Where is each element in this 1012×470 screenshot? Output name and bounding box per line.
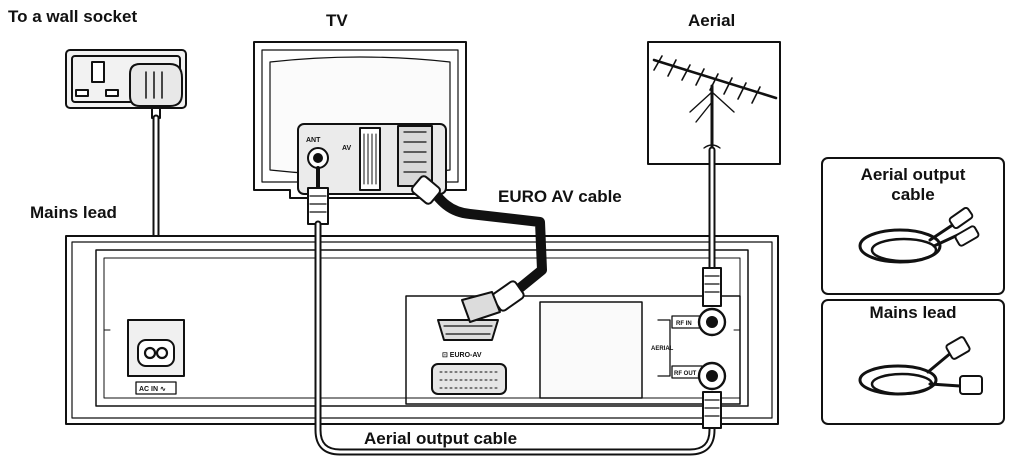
ac-in-marking: AC IN ∿ — [139, 386, 166, 393]
euro-av-cable-label: EURO AV cable — [498, 187, 622, 206]
accessory-aerial-cable-title-line1: Aerial output — [860, 165, 966, 184]
accessory-aerial-cable-title-line2: cable — [891, 185, 935, 204]
aerial-to-rf-in-cable — [702, 146, 722, 307]
rf-in-marking: RF IN — [676, 321, 692, 327]
rf-connectors — [657, 307, 727, 391]
euro-av-cable — [411, 175, 547, 323]
aerial-output-cable-line — [307, 166, 722, 456]
aerial-marking: AERIAL — [651, 346, 674, 352]
tv-av-marking: AV — [342, 145, 352, 152]
terminal-area — [405, 295, 741, 405]
accessories-box — [821, 157, 1005, 425]
mains-lead-coil — [858, 336, 983, 396]
tv-set — [253, 41, 467, 199]
tv-ant-marking: ANT — [306, 137, 321, 144]
rf-out-marking: RF OUT — [674, 371, 697, 377]
mains-lead-label: Mains lead — [30, 203, 117, 222]
aerial-output-cable-label: Aerial output cable — [364, 429, 518, 448]
aerial-output-cable-coil — [858, 206, 980, 264]
mains-plug — [129, 63, 183, 119]
tv-label: TV — [326, 11, 348, 30]
ac-in-socket — [127, 319, 185, 395]
wall-socket-label: To a wall socket — [8, 7, 138, 26]
aerial-label: Aerial — [688, 11, 736, 30]
euro-av-marking: ⊡ EURO-AV — [442, 352, 482, 359]
accessory-mains-lead-title: Mains lead — [869, 303, 957, 322]
aerial-antenna — [647, 41, 781, 165]
